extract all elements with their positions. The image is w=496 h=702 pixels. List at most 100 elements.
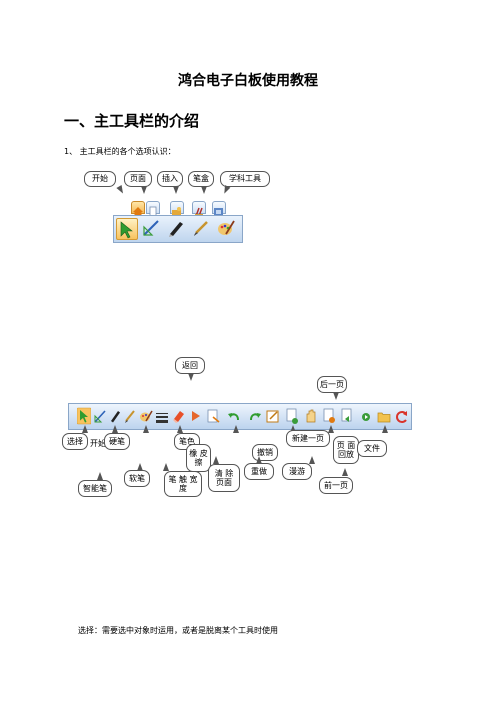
tab-start[interactable] — [131, 201, 145, 216]
callout-hard-pen: 硬笔 — [104, 433, 130, 450]
callout-soft-pen: 软笔 — [124, 470, 150, 487]
soft-pen-button[interactable] — [123, 407, 137, 425]
callout-pen-width: 笔 触 宽度 — [164, 471, 202, 497]
callout-pointer — [173, 186, 179, 194]
callout-select: 选择 — [62, 433, 88, 450]
callout-pointer — [163, 463, 169, 471]
hard-pen-button[interactable] — [166, 218, 188, 240]
file-button[interactable] — [377, 407, 391, 425]
exit-button[interactable] — [395, 407, 409, 425]
main-toolbar — [68, 403, 412, 430]
callout-roam: 漫游 — [282, 463, 312, 480]
callout-pointer — [141, 186, 147, 194]
pen-color-button[interactable] — [216, 218, 238, 240]
page-title: 鸿合电子白板使用教程 — [178, 73, 318, 89]
callout-pointer — [328, 425, 334, 433]
smart-pen-icon — [94, 410, 106, 423]
callout-back: 返回 — [175, 357, 205, 374]
pen-color-button[interactable] — [139, 407, 153, 425]
undo-icon — [228, 413, 239, 421]
smart-pen-button[interactable] — [141, 218, 163, 240]
next-arrow-icon — [362, 413, 370, 421]
soft-pen-button[interactable] — [191, 218, 213, 240]
callout-pen-box: 笔盒 — [188, 171, 214, 187]
callout-page: 页面 — [124, 171, 152, 187]
callout-pointer — [112, 425, 118, 433]
callout-prev-page: 前一页 — [319, 477, 353, 494]
arrow-icon — [120, 221, 133, 239]
select-button[interactable] — [76, 407, 92, 425]
replay-icon — [323, 408, 335, 423]
callout-pointer — [382, 425, 388, 433]
callout-pointer — [82, 425, 88, 433]
prev-page-icon — [341, 408, 352, 422]
pen-width-button[interactable] — [155, 407, 169, 425]
callout-pointer — [201, 186, 207, 194]
callout-clear-page: 清 除 页面 — [208, 464, 240, 492]
clear-page-icon — [207, 409, 220, 423]
subject-tools-icon — [214, 208, 223, 216]
callout-next-page: 后一页 — [317, 376, 347, 393]
folder-icon — [377, 412, 391, 423]
home-icon — [133, 207, 143, 216]
smart-pen-icon — [143, 220, 159, 236]
intro-line: 1、 主工具栏的各个选项认识： — [64, 147, 176, 156]
callout-new-page: 新建一页 — [286, 430, 330, 447]
callout-pointer — [188, 373, 194, 381]
prev-page-button[interactable] — [340, 407, 354, 425]
hand-icon — [306, 409, 316, 423]
callout-pointer — [342, 468, 348, 476]
callout-pointer — [333, 392, 339, 400]
callout-insert: 插入 — [157, 171, 183, 187]
hard-pen-button[interactable] — [108, 407, 122, 425]
callout-pointer — [97, 472, 103, 480]
roam-button[interactable] — [304, 407, 318, 425]
smart-pen-button[interactable] — [93, 407, 107, 425]
palette-icon — [140, 410, 153, 422]
callout-redo: 重做 — [244, 463, 274, 480]
callout-pointer — [256, 456, 262, 464]
callout-pointer — [137, 463, 143, 471]
arrow-icon — [76, 407, 92, 425]
callout-pointer — [221, 185, 231, 195]
select-tool-button[interactable] — [116, 218, 138, 240]
tab-subject-tools[interactable] — [212, 201, 226, 216]
hard-pen-icon — [169, 222, 183, 237]
tab-page[interactable] — [146, 201, 160, 217]
eraser-icon — [173, 411, 184, 423]
next-page-button[interactable] — [359, 407, 373, 425]
insert-icon — [172, 207, 181, 216]
palette-icon — [218, 220, 235, 235]
clear-page-button[interactable] — [206, 407, 220, 425]
footer-description: 选择：需要选中对象时运用，或者是脱离某个工具时使用 — [78, 626, 278, 635]
callout-pointer — [233, 425, 239, 433]
overlap-text: 开始 — [90, 439, 106, 448]
section-heading: 一、主工具栏的介绍 — [64, 112, 200, 130]
callout-pointer — [309, 456, 315, 464]
callout-pointer — [116, 185, 126, 195]
refresh-icon — [396, 411, 407, 423]
eraser-button[interactable] — [172, 407, 186, 425]
callout-pointer — [143, 425, 149, 433]
redo-icon — [250, 413, 261, 421]
tab-insert[interactable] — [170, 201, 184, 216]
hard-pen-icon — [111, 411, 120, 423]
new-page-button[interactable] — [285, 407, 299, 425]
callout-subject-tools: 学科工具 — [220, 171, 270, 187]
callout-pointer — [290, 425, 296, 433]
callout-pointer — [213, 456, 219, 464]
callout-eraser: 橡 皮 擦 — [186, 444, 211, 472]
redo-button[interactable] — [248, 407, 262, 425]
callout-pointer — [177, 425, 183, 433]
tab-pen-box[interactable] — [192, 201, 206, 217]
callout-smart-pen: 智能笔 — [78, 480, 112, 497]
page-replay-button[interactable] — [322, 407, 336, 425]
pen-width-icon — [156, 413, 168, 423]
callout-page-replay: 页 面 回放 — [333, 436, 359, 464]
soft-pen-icon — [194, 221, 208, 236]
new-page-edit-button[interactable] — [266, 407, 280, 425]
undo-button[interactable] — [227, 407, 241, 425]
soft-pen-icon — [125, 410, 135, 423]
new-page-icon — [286, 408, 298, 424]
back-button[interactable] — [189, 407, 203, 425]
